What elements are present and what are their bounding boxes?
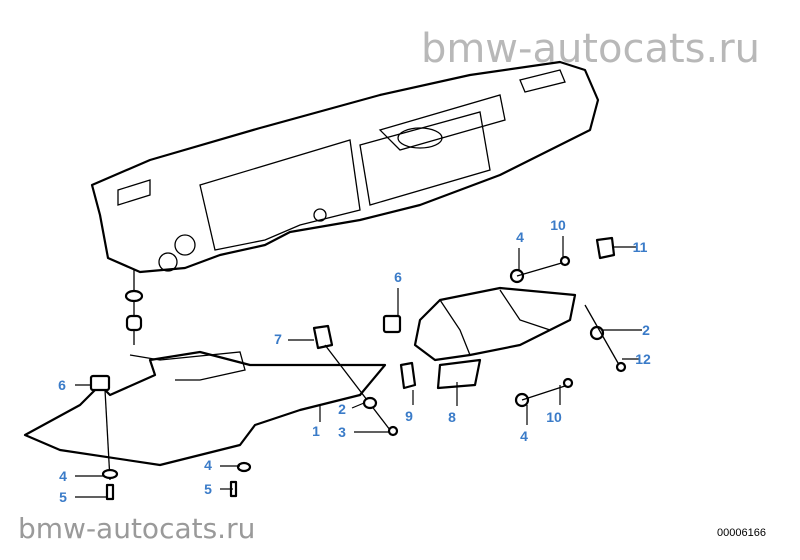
dashboard-panel	[90, 60, 600, 274]
watermark-bottom: bmw-autocats.ru	[18, 512, 256, 545]
part-callout-4: 4	[516, 229, 524, 245]
part-callout-8: 8	[448, 409, 456, 425]
part-callout-6: 6	[58, 377, 66, 393]
part-callout-7: 7	[274, 331, 282, 347]
part-callout-12: 12	[635, 351, 651, 367]
callout-leader-line	[351, 402, 365, 409]
part-callout-2: 2	[642, 322, 650, 338]
part-callout-6: 6	[394, 269, 402, 285]
grommet-parts	[124, 270, 144, 345]
part-callout-1: 1	[312, 423, 320, 439]
fasteners	[89, 236, 627, 501]
part-callout-11: 11	[633, 239, 648, 255]
part-callout-9: 9	[405, 408, 413, 424]
part-callout-4: 4	[59, 468, 67, 484]
diagram-code: 00006166	[717, 527, 766, 539]
part-callout-5: 5	[204, 481, 212, 497]
part-callout-5: 5	[59, 489, 67, 505]
part-callout-4: 4	[204, 457, 212, 473]
part-callout-3: 3	[338, 424, 346, 440]
lower-trim-panel-left	[23, 350, 387, 467]
part-callout-2: 2	[338, 401, 346, 417]
watermark-top: bmw-autocats.ru	[420, 26, 760, 72]
part-callout-4: 4	[520, 428, 528, 444]
air-duct-right	[413, 286, 577, 390]
part-callout-10: 10	[550, 217, 566, 233]
part-callout-10: 10	[546, 409, 562, 425]
